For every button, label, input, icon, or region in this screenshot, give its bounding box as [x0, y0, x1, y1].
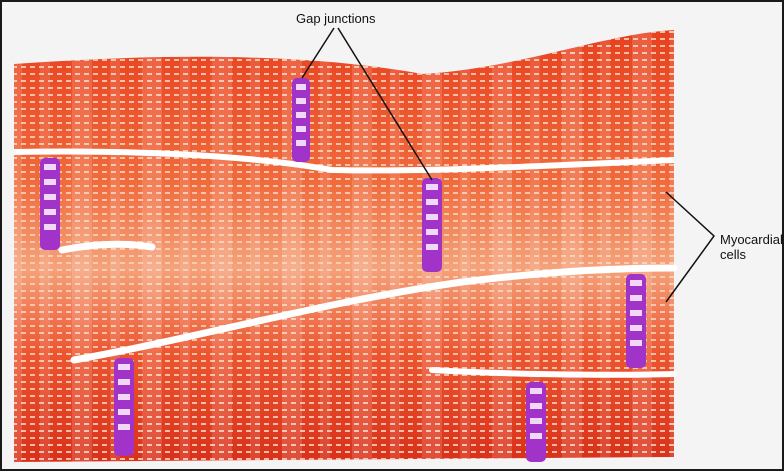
gap-junction-icon	[114, 358, 134, 456]
myocardial-cells-label: Myocardial cells	[720, 232, 783, 262]
myocardial-label-line1: Myocardial	[720, 232, 783, 247]
gap-junctions-label: Gap junctions	[296, 11, 376, 26]
gap-junction-icon	[40, 158, 60, 250]
gap-junction-icon	[626, 274, 646, 368]
myocardial-label-line2: cells	[720, 247, 783, 262]
gap-junction-icon	[422, 178, 442, 272]
gap-junction-icon	[526, 382, 546, 462]
gap-junction-icon	[292, 78, 310, 162]
